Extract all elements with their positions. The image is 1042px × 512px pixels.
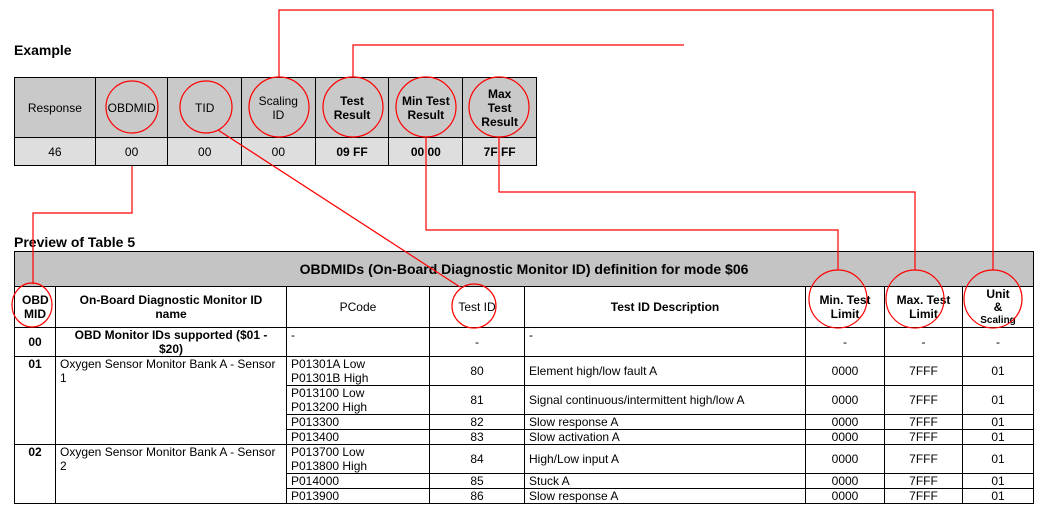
cell-test-id: 84 (429, 444, 525, 474)
col-header-test-id: Test ID (429, 286, 525, 328)
cell-mid: 02 (14, 444, 56, 504)
col-header-pcode: PCode (286, 286, 430, 328)
cell-mid: 01 (14, 356, 56, 445)
cell-description: Stuck A (524, 473, 806, 489)
example-header-test-result: Test Result (314, 76, 390, 139)
cell-description: Signal continuous/intermittent high/low … (524, 385, 806, 415)
cell-test-id: 85 (429, 473, 525, 489)
example-value-test-result: 09 FF (314, 137, 390, 166)
col-header-monitor-name: On-Board Diagnostic Monitor ID name (55, 286, 287, 328)
cell-description: - (524, 327, 806, 357)
table-row: 00 OBD Monitor IDs supported ($01 - $20)… (14, 327, 1035, 357)
cell-min-limit: 0000 (805, 356, 885, 386)
example-value-min-test-result: 00 00 (388, 137, 464, 166)
cell-min-limit: 0000 (805, 488, 885, 504)
cell-unit: 01 (961, 473, 1035, 489)
col-header-obd-mid: OBD MID (14, 286, 56, 328)
col-header-max-limit: Max. Test Limit (884, 286, 963, 328)
cell-pcode: P014000 (286, 473, 430, 489)
example-value-response: 46 (14, 137, 96, 166)
table-row: P013400 83 Slow activation A 0000 7FFF 0… (15, 429, 1035, 445)
table-5: OBDMIDs (On-Board Diagnostic Monitor ID)… (13, 251, 1035, 504)
cell-pcode: P013400 (286, 429, 430, 445)
example-heading: Example (14, 42, 72, 58)
column-header-row: OBD MID On-Board Diagnostic Monitor ID n… (14, 286, 1035, 328)
example-value-row: 46 00 00 00 09 FF 00 00 7F FF (14, 137, 537, 166)
example-header-response: Response (14, 76, 96, 139)
cell-monitor-name: Oxygen Sensor Monitor Bank A - Sensor 1 (55, 356, 287, 445)
table-row: 01 Oxygen Sensor Monitor Bank A - Sensor… (14, 356, 1035, 445)
example-header-min-test-result: Min Test Result (388, 76, 464, 139)
col-header-unit-scaling: Unit & Scaling (961, 286, 1035, 328)
cell-max-limit: 7FFF (884, 444, 963, 474)
cell-min-limit: 0000 (805, 414, 885, 430)
example-value-scaling-id: 00 (240, 137, 316, 166)
cell-unit: 01 (961, 414, 1035, 430)
example-header-row: Response OBDMID TID Scaling ID Test Resu… (14, 76, 537, 139)
cell-min-limit: 0000 (805, 385, 885, 415)
cell-unit: 01 (961, 488, 1035, 504)
example-value-max-test-result: 7F FF (462, 137, 537, 166)
cell-max-limit: 7FFF (884, 414, 963, 430)
example-value-tid: 00 (167, 137, 242, 166)
cell-max-limit: 7FFF (884, 473, 963, 489)
cell-test-id: 86 (429, 488, 525, 504)
cell-pcode: - (286, 327, 430, 357)
preview-heading: Preview of Table 5 (14, 234, 136, 250)
table-title: OBDMIDs (On-Board Diagnostic Monitor ID)… (13, 251, 1035, 287)
cell-max-limit: 7FFF (884, 385, 963, 415)
cell-min-limit: 0000 (805, 429, 885, 445)
example-header-obdmid: OBDMID (94, 76, 169, 139)
table-title-row: OBDMIDs (On-Board Diagnostic Monitor ID)… (13, 251, 1035, 287)
cell-description: Slow response A (524, 488, 806, 504)
cell-description: Element high/low fault A (524, 356, 806, 386)
cell-test-id: 82 (429, 414, 525, 430)
example-header-tid: TID (167, 76, 242, 139)
cell-min-limit: 0000 (805, 473, 885, 489)
cell-mid: 00 (14, 327, 56, 357)
cell-min-limit: - (805, 327, 885, 357)
col-header-description: Test ID Description (524, 286, 806, 328)
table-row: P014000 85 Stuck A 0000 7FFF 01 (15, 473, 1035, 489)
cell-unit: 01 (961, 444, 1035, 474)
table-row: P013900 86 Slow response A 0000 7FFF 01 (15, 488, 1035, 504)
table-row: P013300 82 Slow response A 0000 7FFF 01 (15, 414, 1035, 430)
cell-max-limit: 7FFF (884, 356, 963, 386)
cell-pcode: P013900 (286, 488, 430, 504)
cell-unit: 01 (961, 429, 1035, 445)
cell-description: Slow response A (524, 414, 806, 430)
cell-test-id: 81 (429, 385, 525, 415)
example-table: Response OBDMID TID Scaling ID Test Resu… (14, 76, 537, 166)
cell-max-limit: - (884, 327, 963, 357)
cell-max-limit: 7FFF (884, 488, 963, 504)
cell-unit: 01 (961, 356, 1035, 386)
cell-unit: 01 (961, 385, 1035, 415)
cell-min-limit: 0000 (805, 444, 885, 474)
cell-test-id: 83 (429, 429, 525, 445)
cell-description: High/Low input A (524, 444, 806, 474)
cell-description: Slow activation A (524, 429, 806, 445)
cell-monitor-name: Oxygen Sensor Monitor Bank A - Sensor 2 (55, 444, 287, 504)
cell-max-limit: 7FFF (884, 429, 963, 445)
example-value-obdmid: 00 (94, 137, 169, 166)
col-header-min-limit: Min. Test Limit (805, 286, 885, 328)
cell-monitor-name: OBD Monitor IDs supported ($01 - $20) (55, 327, 287, 357)
test-result-connector (352, 44, 684, 77)
example-header-max-test-result: Max Test Result (462, 76, 537, 139)
cell-test-id: - (429, 327, 525, 357)
cell-pcode: P013300 (286, 414, 430, 430)
table-row: 02 Oxygen Sensor Monitor Bank A - Sensor… (14, 444, 1035, 504)
cell-unit: - (961, 327, 1035, 357)
example-header-scaling-id: Scaling ID (240, 76, 316, 139)
cell-test-id: 80 (429, 356, 525, 386)
